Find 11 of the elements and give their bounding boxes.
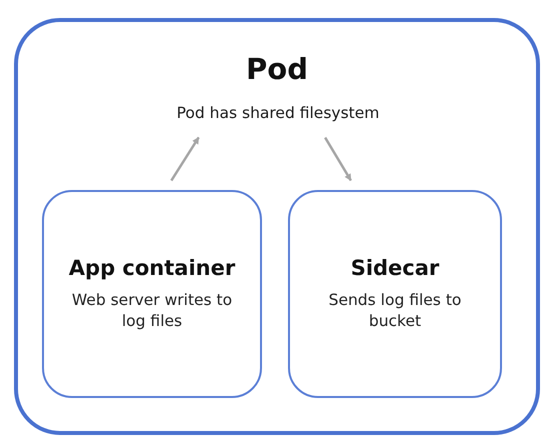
container-card: [288, 190, 502, 398]
card-description: Sends log files to bucket: [328, 290, 462, 332]
arrow: [170, 136, 200, 182]
pod-container: [14, 18, 540, 435]
arrow: [324, 136, 352, 182]
container-card: [42, 190, 262, 398]
card-title: Sidecar: [350, 256, 440, 280]
card-title: App container: [68, 256, 236, 280]
pod-description: Pod has shared filesystem: [176, 104, 380, 122]
pod-title: Pod: [245, 52, 309, 86]
card-description: Web server writes to log files: [70, 290, 234, 332]
